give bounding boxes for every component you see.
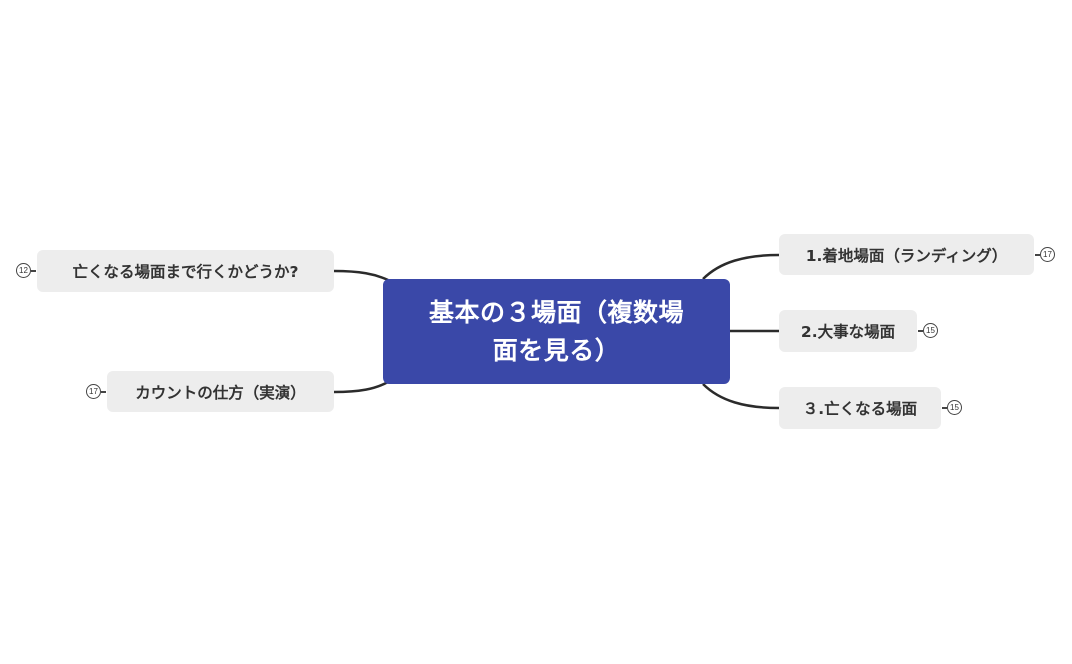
- badge-connector: [101, 391, 106, 393]
- topic-label: 1.着地場面（ランディング）: [805, 246, 1008, 265]
- central-topic[interactable]: 基本の３場面（複数場 面を見る）: [383, 279, 730, 384]
- badge-connector: [918, 330, 923, 332]
- badge-count: 17: [89, 387, 98, 396]
- topic-right-1[interactable]: 1.着地場面（ランディング）: [779, 234, 1034, 275]
- topic-right-3[interactable]: ３.亡くなる場面: [779, 387, 941, 429]
- collapsed-count-badge[interactable]: 15: [923, 323, 938, 338]
- badge-connector: [31, 270, 36, 272]
- badge-count: 15: [926, 326, 935, 335]
- topic-label: カウントの仕方（実演）: [135, 383, 306, 402]
- central-topic-line-2: 面を見る）: [492, 335, 621, 365]
- badge-connector: [942, 407, 947, 409]
- badge-count: 17: [1043, 250, 1052, 259]
- topic-left-2[interactable]: カウントの仕方（実演）: [107, 371, 334, 412]
- badge-count: 15: [950, 403, 959, 412]
- topic-label: ３.亡くなる場面: [802, 400, 918, 418]
- badge-connector: [1035, 254, 1040, 256]
- collapsed-count-badge[interactable]: 17: [86, 384, 101, 399]
- collapsed-count-badge[interactable]: 15: [947, 400, 962, 415]
- topic-label: 2.大事な場面: [800, 323, 896, 341]
- collapsed-count-badge[interactable]: 12: [16, 263, 31, 278]
- topic-right-2[interactable]: 2.大事な場面: [779, 310, 917, 352]
- collapsed-count-badge[interactable]: 17: [1040, 247, 1055, 262]
- topic-label: 亡くなる場面まで行くかどうか?: [72, 263, 299, 281]
- central-topic-line-1: 基本の３場面（複数場: [428, 297, 684, 327]
- badge-count: 12: [19, 266, 28, 275]
- topic-left-1[interactable]: 亡くなる場面まで行くかどうか?: [37, 250, 334, 292]
